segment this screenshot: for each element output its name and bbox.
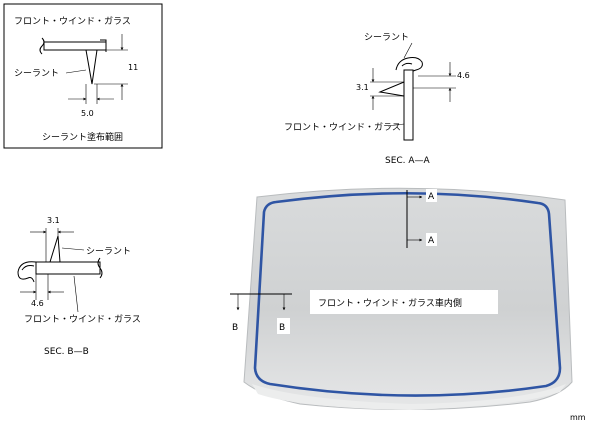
marker-a-mid: A [428, 236, 435, 246]
section-a-dim-left: 3.1 [356, 83, 369, 92]
windshield-center-label: フロント・ウインド・ガラス車内側 [318, 297, 462, 309]
windshield-lower-band [252, 384, 566, 410]
section-a-glass [403, 69, 414, 141]
section-b-glass-leader [73, 275, 79, 313]
detail-box-frame [3, 3, 163, 149]
marker-b-inner: B [279, 323, 285, 333]
detail-box: フロント・ウインド・ガラス シーラント 11 5.0 シーラント塗布範囲 [3, 3, 163, 149]
marker-a-top: A [428, 192, 435, 202]
section-b-title: SEC. B—B [44, 347, 89, 357]
section-b-glass [35, 261, 101, 275]
section-a-glass-leader [387, 123, 405, 127]
section-a-glass-label: フロント・ウインド・ガラス [284, 122, 401, 133]
section-b-molding [17, 261, 37, 283]
detail-glass-label: フロント・ウインド・ガラス [14, 16, 131, 27]
detail-sealant-shape [85, 49, 98, 85]
section-b-sealant-shape [49, 235, 61, 263]
detail-sealant-leader [65, 69, 87, 74]
section-b-glass-break [97, 257, 103, 279]
unit-label: mm [570, 413, 586, 422]
windshield-sealant-bead [253, 191, 562, 397]
section-a-sealant-shape [378, 81, 405, 97]
section-a-title: SEC. A—A [385, 156, 431, 166]
detail-clip [100, 39, 107, 52]
detail-dim-height: 11 [128, 63, 138, 72]
section-a-sealant-leader [403, 42, 413, 59]
marker-b-left: B [232, 323, 238, 333]
section-b-sealant-label: シーラント [86, 246, 131, 257]
detail-caption: シーラント塗布範囲 [42, 131, 123, 143]
section-b-dim-top: 3.1 [47, 216, 60, 225]
section-b-molding-inner [21, 265, 35, 271]
section-b-dim-bottom: 4.6 [31, 299, 44, 308]
detail-sealant-label: シーラント [14, 68, 59, 79]
section-b-glass-label: フロント・ウインド・ガラス [24, 314, 141, 325]
section-a: シーラント 3.1 4.6 フロント・ウインド・ガラス SEC. A—A [284, 32, 470, 166]
detail-dim-width: 5.0 [81, 109, 94, 118]
windshield-center-label-box [310, 290, 498, 314]
section-b: 3.1 シーラント 4.6 フロント・ウインド・ガラス SEC. B—B [17, 216, 141, 357]
detail-glass-bar [43, 41, 107, 51]
section-a-dim-right: 4.6 [457, 71, 470, 80]
windshield: フロント・ウインド・ガラス車内側 A A B B [230, 187, 573, 411]
section-a-molding-inner [401, 62, 413, 67]
marker-a-top-bg [426, 189, 437, 202]
section-b-sealant-leader [61, 247, 85, 251]
section-a-sealant-label: シーラント [364, 32, 409, 43]
detail-glass-break [39, 37, 45, 55]
marker-a-mid-bg [426, 233, 437, 246]
marker-b-inner-bg [277, 318, 290, 334]
